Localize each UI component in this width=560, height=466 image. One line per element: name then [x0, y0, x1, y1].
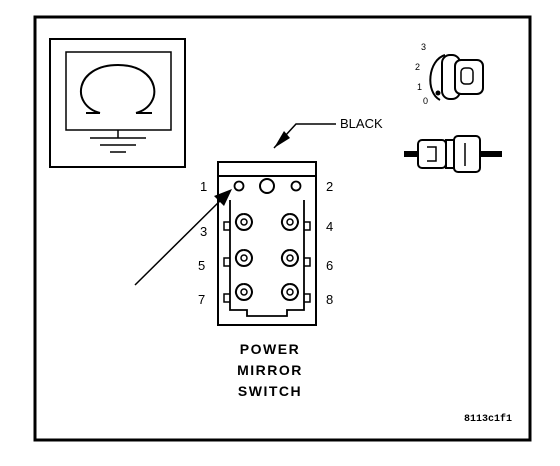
pin-label-5: 5 — [198, 258, 205, 273]
ignition-pos-1: 1 — [417, 82, 422, 92]
ignition-pos-3: 3 — [421, 42, 426, 52]
ground-symbol — [49, 38, 186, 168]
pin-label-7: 7 — [198, 292, 205, 307]
pin-label-6: 6 — [326, 258, 333, 273]
figure-code: 8113c1f1 — [464, 413, 512, 425]
pin-1-arrow — [134, 189, 232, 286]
connector-color-label: BLACK — [340, 116, 383, 131]
pin-label-3: 3 — [200, 224, 207, 239]
ignition-pos-0: 0 — [423, 96, 428, 106]
connector-icon — [404, 135, 502, 173]
ignition-pos-2: 2 — [415, 62, 420, 72]
component-title-line-1: POWER — [240, 341, 300, 357]
switch-connector — [217, 161, 317, 326]
pin-label-1: 1 — [200, 179, 207, 194]
pin-label-4: 4 — [326, 219, 333, 234]
diagram-frame — [33, 15, 532, 442]
pin-label-8: 8 — [326, 292, 333, 307]
ignition-key-icon: 3 2 1 0 — [415, 42, 484, 106]
component-title-line-3: SWITCH — [238, 383, 302, 399]
terminal-cavity — [235, 213, 299, 301]
black-callout-arrow — [273, 123, 336, 149]
pin-label-2: 2 — [326, 179, 333, 194]
component-title-line-2: MIRROR — [237, 362, 303, 378]
